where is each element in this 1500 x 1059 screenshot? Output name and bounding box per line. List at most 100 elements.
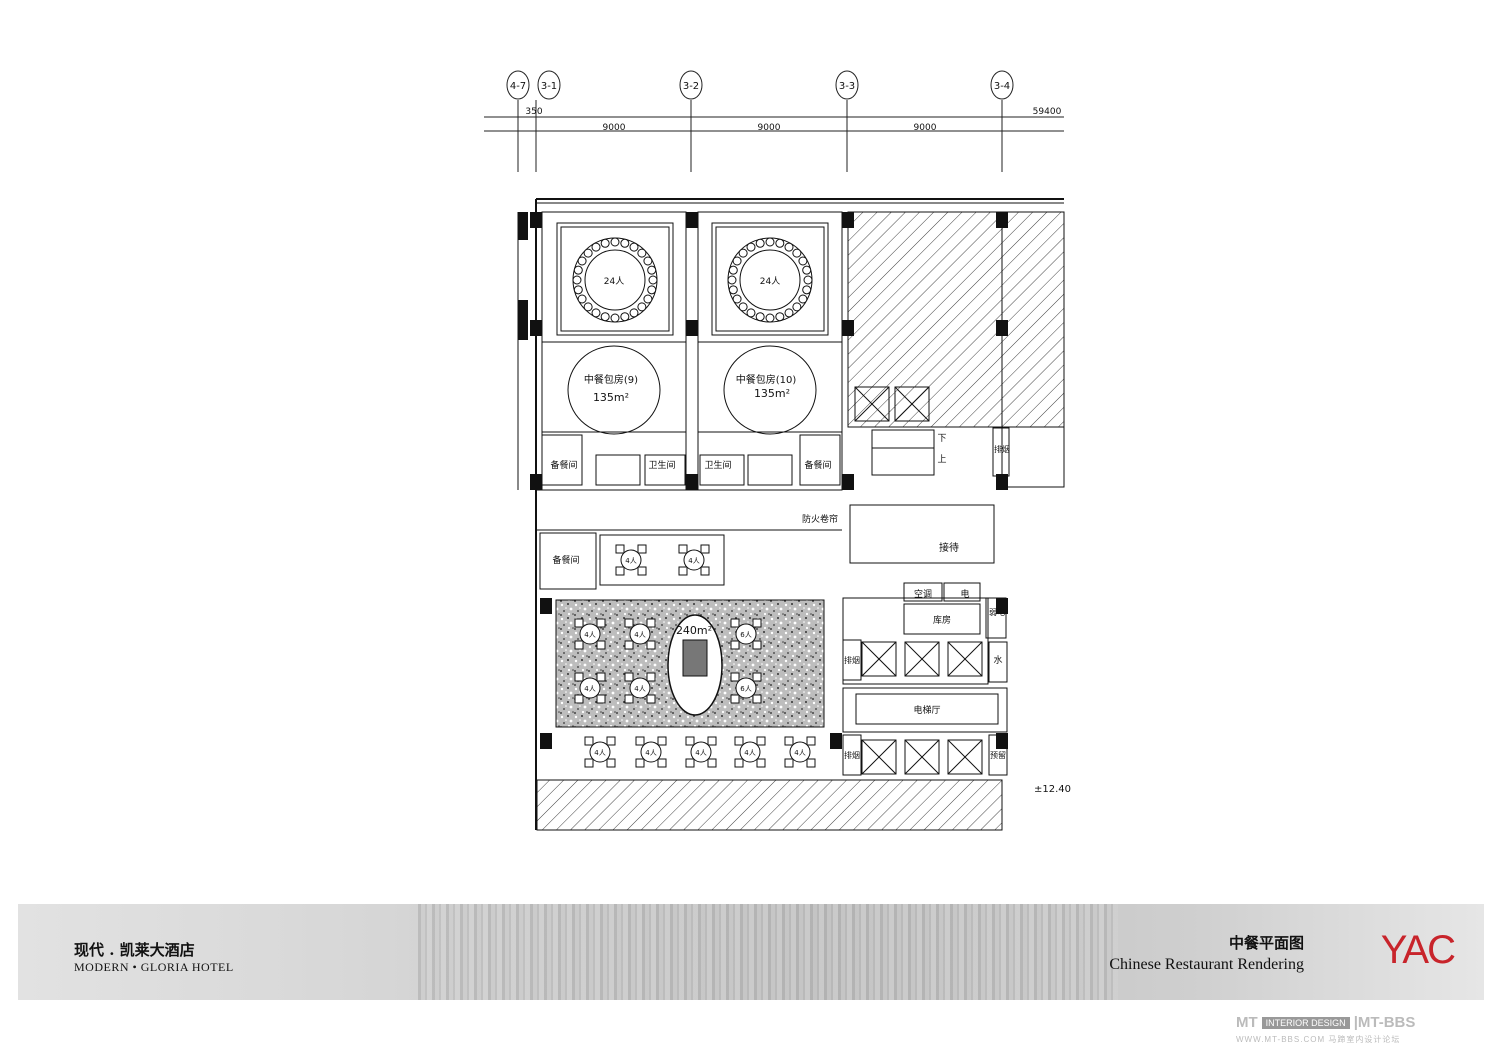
chair — [752, 640, 762, 650]
table-capacity-label: 4人 — [645, 749, 656, 757]
chair — [573, 265, 583, 275]
service-core — [842, 386, 1010, 776]
table-capacity-label: 4人 — [584, 685, 595, 693]
central-feature-core — [682, 639, 708, 677]
chair — [765, 313, 775, 323]
chair — [610, 313, 620, 323]
chair — [635, 736, 645, 746]
chair — [600, 312, 610, 322]
project-name-en: MODERN • GLORIA HOTEL — [74, 960, 234, 974]
chair — [637, 248, 647, 258]
wood-texture — [418, 904, 1118, 1000]
watermark-mt: MT — [1236, 1014, 1258, 1031]
chair — [765, 237, 775, 247]
chair — [775, 312, 785, 322]
chair — [596, 694, 606, 704]
chair — [620, 238, 630, 248]
table-top — [589, 741, 611, 763]
room-name: 空调 — [914, 588, 932, 600]
chair — [629, 242, 639, 252]
chair — [646, 694, 656, 704]
room-name: 中餐包房(9) — [584, 373, 638, 386]
room-name: 中餐包房(10) — [736, 373, 797, 386]
chair — [802, 265, 812, 275]
chair — [583, 302, 593, 312]
table-top — [683, 549, 705, 571]
chair — [792, 302, 802, 312]
chair — [596, 640, 606, 650]
chair — [756, 758, 766, 768]
table-top — [739, 741, 761, 763]
chair — [647, 285, 657, 295]
chair — [734, 736, 744, 746]
private-room-10 — [697, 211, 843, 491]
dining-table: 4人 — [615, 544, 647, 576]
table-capacity-label: 4人 — [625, 557, 636, 565]
chair — [574, 618, 584, 628]
chair — [784, 242, 794, 252]
chair — [752, 694, 762, 704]
chair — [775, 238, 785, 248]
chair — [755, 238, 765, 248]
table-capacity-label: 4人 — [695, 749, 706, 757]
chair — [700, 566, 710, 576]
dim-label: 350 — [525, 107, 542, 117]
room-name: 库房 — [933, 614, 951, 626]
axis-label: 3-1 — [541, 81, 557, 92]
chair — [803, 275, 813, 285]
chair — [584, 758, 594, 768]
axis-label: 3-3 — [839, 81, 855, 92]
chair — [806, 736, 816, 746]
structural-columns — [518, 212, 1008, 749]
watermark-bbs: |MT-BBS — [1353, 1014, 1416, 1031]
chair — [574, 694, 584, 704]
chair — [685, 736, 695, 746]
chair — [637, 302, 647, 312]
chair — [629, 308, 639, 318]
chair — [591, 242, 601, 252]
axis-label: 3-2 — [683, 81, 699, 92]
chair — [784, 758, 794, 768]
table-top — [735, 623, 757, 645]
chair — [647, 265, 657, 275]
table-top — [629, 623, 651, 645]
table-capacity-label: 4人 — [794, 749, 805, 757]
chair — [798, 294, 808, 304]
chair — [752, 672, 762, 682]
chair — [624, 640, 634, 650]
table-top — [579, 677, 601, 699]
table-capacity-label: 4人 — [594, 749, 605, 757]
axis-label: 4-7 — [510, 81, 526, 92]
chair — [678, 566, 688, 576]
room-name: 防火卷帘 — [802, 513, 838, 525]
chair — [606, 736, 616, 746]
chair — [591, 308, 601, 318]
table-top — [690, 741, 712, 763]
table-capacity-label: 4人 — [688, 557, 699, 565]
room-name: 卫生间 — [648, 459, 675, 471]
drawing-title-en: Chinese Restaurant Rendering — [1109, 956, 1304, 973]
chair — [730, 672, 740, 682]
chair — [798, 256, 808, 266]
chair — [756, 736, 766, 746]
project-name-cn: 现代 . 凯莱大酒店 — [74, 941, 195, 959]
chair — [728, 265, 738, 275]
dim-label: 9000 — [914, 123, 937, 133]
chair — [746, 308, 756, 318]
chair — [635, 758, 645, 768]
table-top — [620, 549, 642, 571]
table-capacity-label: 4人 — [634, 685, 645, 693]
chair — [615, 544, 625, 554]
room-name: 排烟 — [994, 444, 1010, 454]
chair — [596, 618, 606, 628]
chair — [678, 544, 688, 554]
room-name: 排烟 — [844, 750, 860, 760]
table-capacity-label: 6人 — [740, 685, 751, 693]
chair — [624, 672, 634, 682]
chair — [574, 672, 584, 682]
chair — [606, 758, 616, 768]
room-name: 备餐间 — [550, 459, 577, 471]
dining-table: 4人 — [678, 544, 710, 576]
table-capacity-label: 24人 — [604, 276, 624, 287]
dim-label: 9000 — [603, 123, 626, 133]
